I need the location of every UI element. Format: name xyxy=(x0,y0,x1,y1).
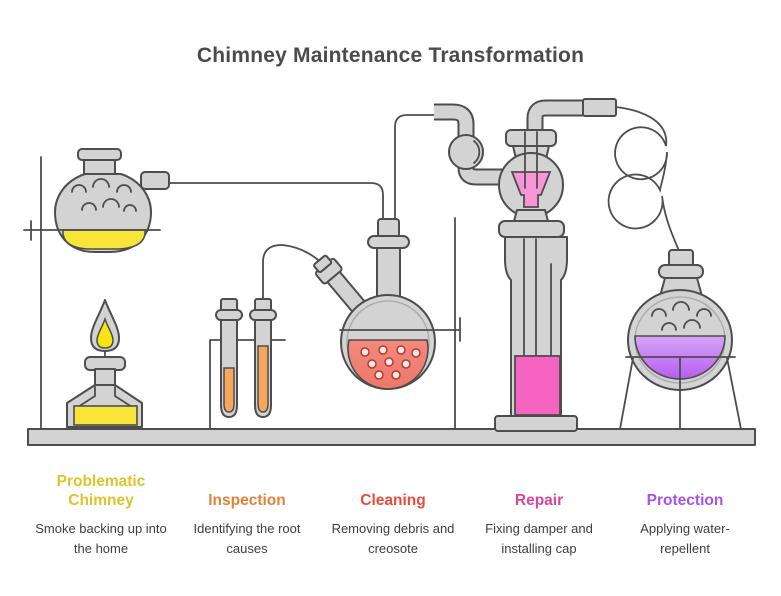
stage-inspection: Inspection Identifying the root causes xyxy=(174,468,320,558)
page-title: Chimney Maintenance Transformation xyxy=(196,44,585,67)
pink-liquid xyxy=(514,355,561,416)
pink-funnel-liquid xyxy=(510,171,552,208)
liquid-dots xyxy=(360,345,421,380)
bubbles xyxy=(71,178,137,212)
stage-problematic-chimney: Problematic Chimney Smoke backing up int… xyxy=(28,468,174,558)
pipe-end-cap xyxy=(582,98,617,117)
spout xyxy=(140,171,170,190)
flame-icon xyxy=(96,316,114,349)
stage-description: Fixing damper and installing cap xyxy=(485,521,593,556)
stage-title: Repair xyxy=(514,491,564,509)
orange-liquid xyxy=(223,367,235,413)
clamp-left xyxy=(23,220,161,241)
tripod-stand xyxy=(619,356,742,430)
bubbles xyxy=(651,301,712,331)
stage-protection: Protection Applying water-repellent xyxy=(612,468,758,558)
connecting-tubes xyxy=(168,114,435,309)
orange-liquid xyxy=(257,345,269,413)
fuel xyxy=(73,405,138,426)
gas-washing-bottle xyxy=(54,148,170,253)
side-arm xyxy=(313,254,366,313)
stage-title: Cleaning xyxy=(360,491,426,509)
stage-description: Applying water-repellent xyxy=(640,521,730,556)
coil-tube xyxy=(607,106,680,252)
stage-title: Problematic Chimney xyxy=(56,473,146,509)
stage-description: Identifying the root causes xyxy=(193,521,301,556)
distillation-column xyxy=(494,98,617,432)
yellow-liquid xyxy=(62,229,146,250)
test-tube-right xyxy=(249,298,277,418)
stage-labels: Problematic Chimney Smoke backing up int… xyxy=(28,468,758,558)
stage-title: Protection xyxy=(646,491,724,509)
test-tube-left xyxy=(215,298,243,418)
stage-cleaning: Cleaning Removing debris and creosote xyxy=(320,468,466,558)
glass-bulb-joint xyxy=(434,103,505,186)
boiling-flask xyxy=(313,218,436,390)
clamp-right xyxy=(339,317,461,342)
stage-description: Removing debris and creosote xyxy=(331,521,455,556)
stage-description: Smoke backing up into the home xyxy=(35,521,167,556)
stage-title: Inspection xyxy=(208,491,286,509)
stage-repair: Repair Fixing damper and installing cap xyxy=(466,468,612,558)
alcohol-burner xyxy=(66,299,143,428)
lab-bench xyxy=(27,428,756,446)
